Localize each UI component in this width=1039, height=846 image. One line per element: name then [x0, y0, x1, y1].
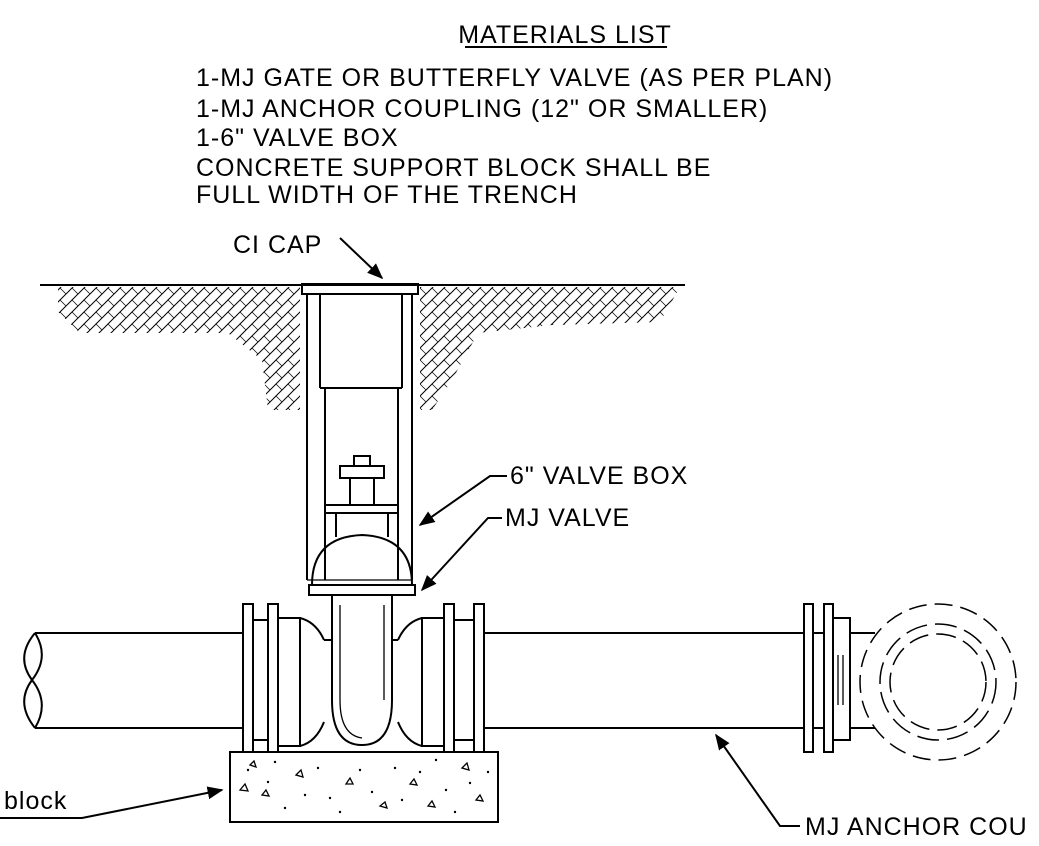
soil-hatch-right — [420, 287, 680, 410]
operating-nut — [353, 455, 371, 467]
main-pipe — [23, 632, 804, 729]
label-support-block: block — [4, 787, 67, 815]
concrete-support-block — [229, 751, 499, 823]
ground — [40, 284, 685, 410]
materials-item: FULL WIDTH OF THE TRENCH — [196, 181, 578, 209]
materials-list: MATERIALS LIST 1-MJ GATE OR BUTTERFLY VA… — [196, 21, 833, 209]
materials-item: 1-MJ ANCHOR COUPLING (12" OR SMALLER) — [196, 95, 768, 123]
ci-cap — [301, 283, 419, 295]
valve-bonnet — [310, 533, 414, 586]
soil-hatch-left — [58, 287, 300, 410]
tee-outer-circle — [859, 603, 1017, 761]
mj-valve — [308, 455, 416, 747]
label-valve-box: 6" VALVE BOX — [510, 462, 688, 490]
tee-inner-circle — [889, 633, 987, 731]
materials-item: CONCRETE SUPPORT BLOCK SHALL BE — [196, 154, 711, 182]
tee-middle-circle — [879, 623, 997, 741]
label-mj-anchor-coupling: MJ ANCHOR COU — [805, 813, 1028, 841]
valve-gate-body — [331, 595, 393, 747]
mj-anchor-coupling — [803, 603, 1017, 761]
callouts: CI CAP 6" VALVE BOX MJ VALVE block MJ AN… — [0, 231, 1028, 841]
pipe-break-symbol — [23, 632, 43, 729]
materials-title: MATERIALS LIST — [458, 21, 672, 49]
label-ci-cap: CI CAP — [233, 231, 322, 259]
valve-mj-ends — [242, 603, 485, 753]
bonnet-flange — [308, 584, 416, 596]
materials-item: 1-MJ GATE OR BUTTERFLY VALVE (AS PER PLA… — [196, 64, 833, 92]
materials-item: 1-6" VALVE BOX — [196, 124, 399, 152]
label-mj-valve: MJ VALVE — [505, 504, 630, 532]
